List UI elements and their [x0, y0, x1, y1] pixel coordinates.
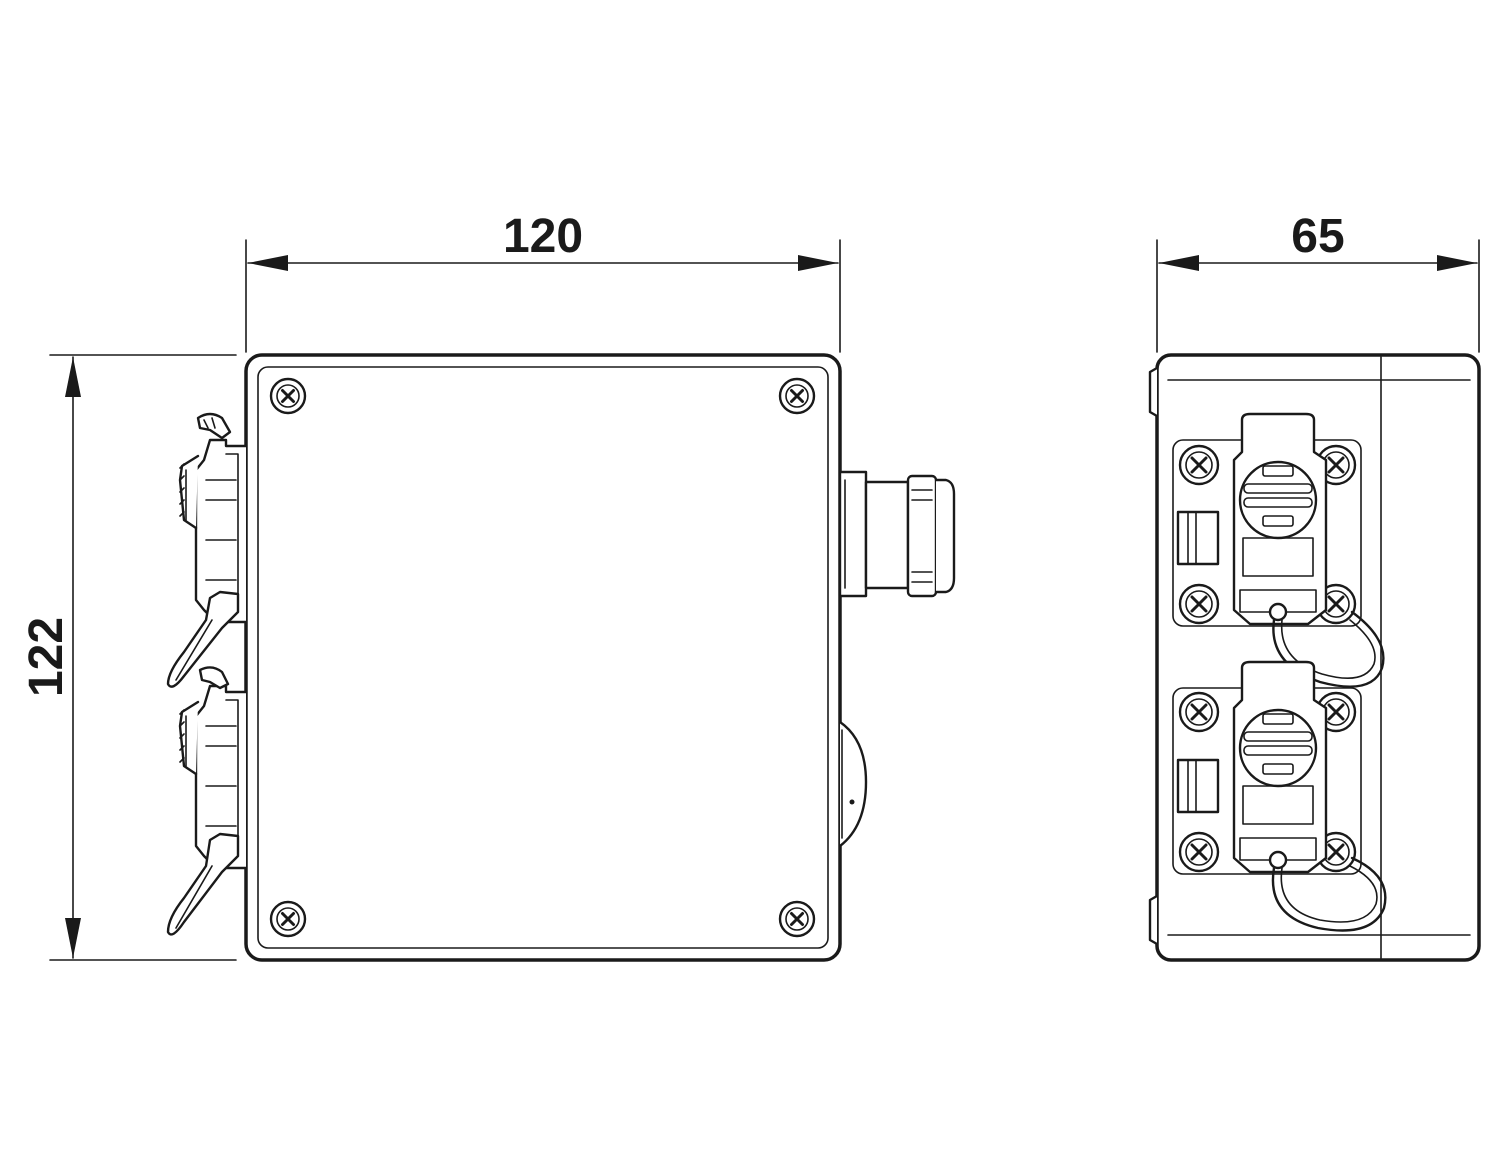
vent-element-icon — [838, 720, 868, 848]
lid-screw-icon — [778, 900, 816, 938]
depth-dimension: 65 — [1156, 210, 1480, 353]
socket-front-upper — [1172, 412, 1385, 688]
width-dimension-label: 120 — [503, 210, 583, 263]
width-dimension: 120 — [245, 210, 841, 353]
height-dimension: 122 — [20, 354, 237, 961]
socket-screw-icon — [1178, 583, 1220, 625]
cable-gland-icon — [838, 470, 956, 598]
enclosure-outline — [244, 353, 842, 962]
lid-screw-icon — [269, 377, 307, 415]
lid-inner-outline — [257, 366, 829, 949]
height-dimension-label: 122 — [20, 617, 73, 697]
socket-profile-lower — [166, 666, 248, 936]
front-view — [166, 353, 956, 962]
depth-dimension-label: 65 — [1291, 210, 1344, 263]
socket-screw-icon — [1178, 444, 1220, 486]
socket-screw-icon — [1178, 831, 1220, 873]
socket-front-lower — [1172, 660, 1387, 932]
socket-profile-upper — [166, 412, 248, 688]
lid-screw-icon — [269, 900, 307, 938]
socket-screw-icon — [1178, 691, 1220, 733]
side-view — [1148, 353, 1481, 962]
lid-screw-icon — [778, 377, 816, 415]
